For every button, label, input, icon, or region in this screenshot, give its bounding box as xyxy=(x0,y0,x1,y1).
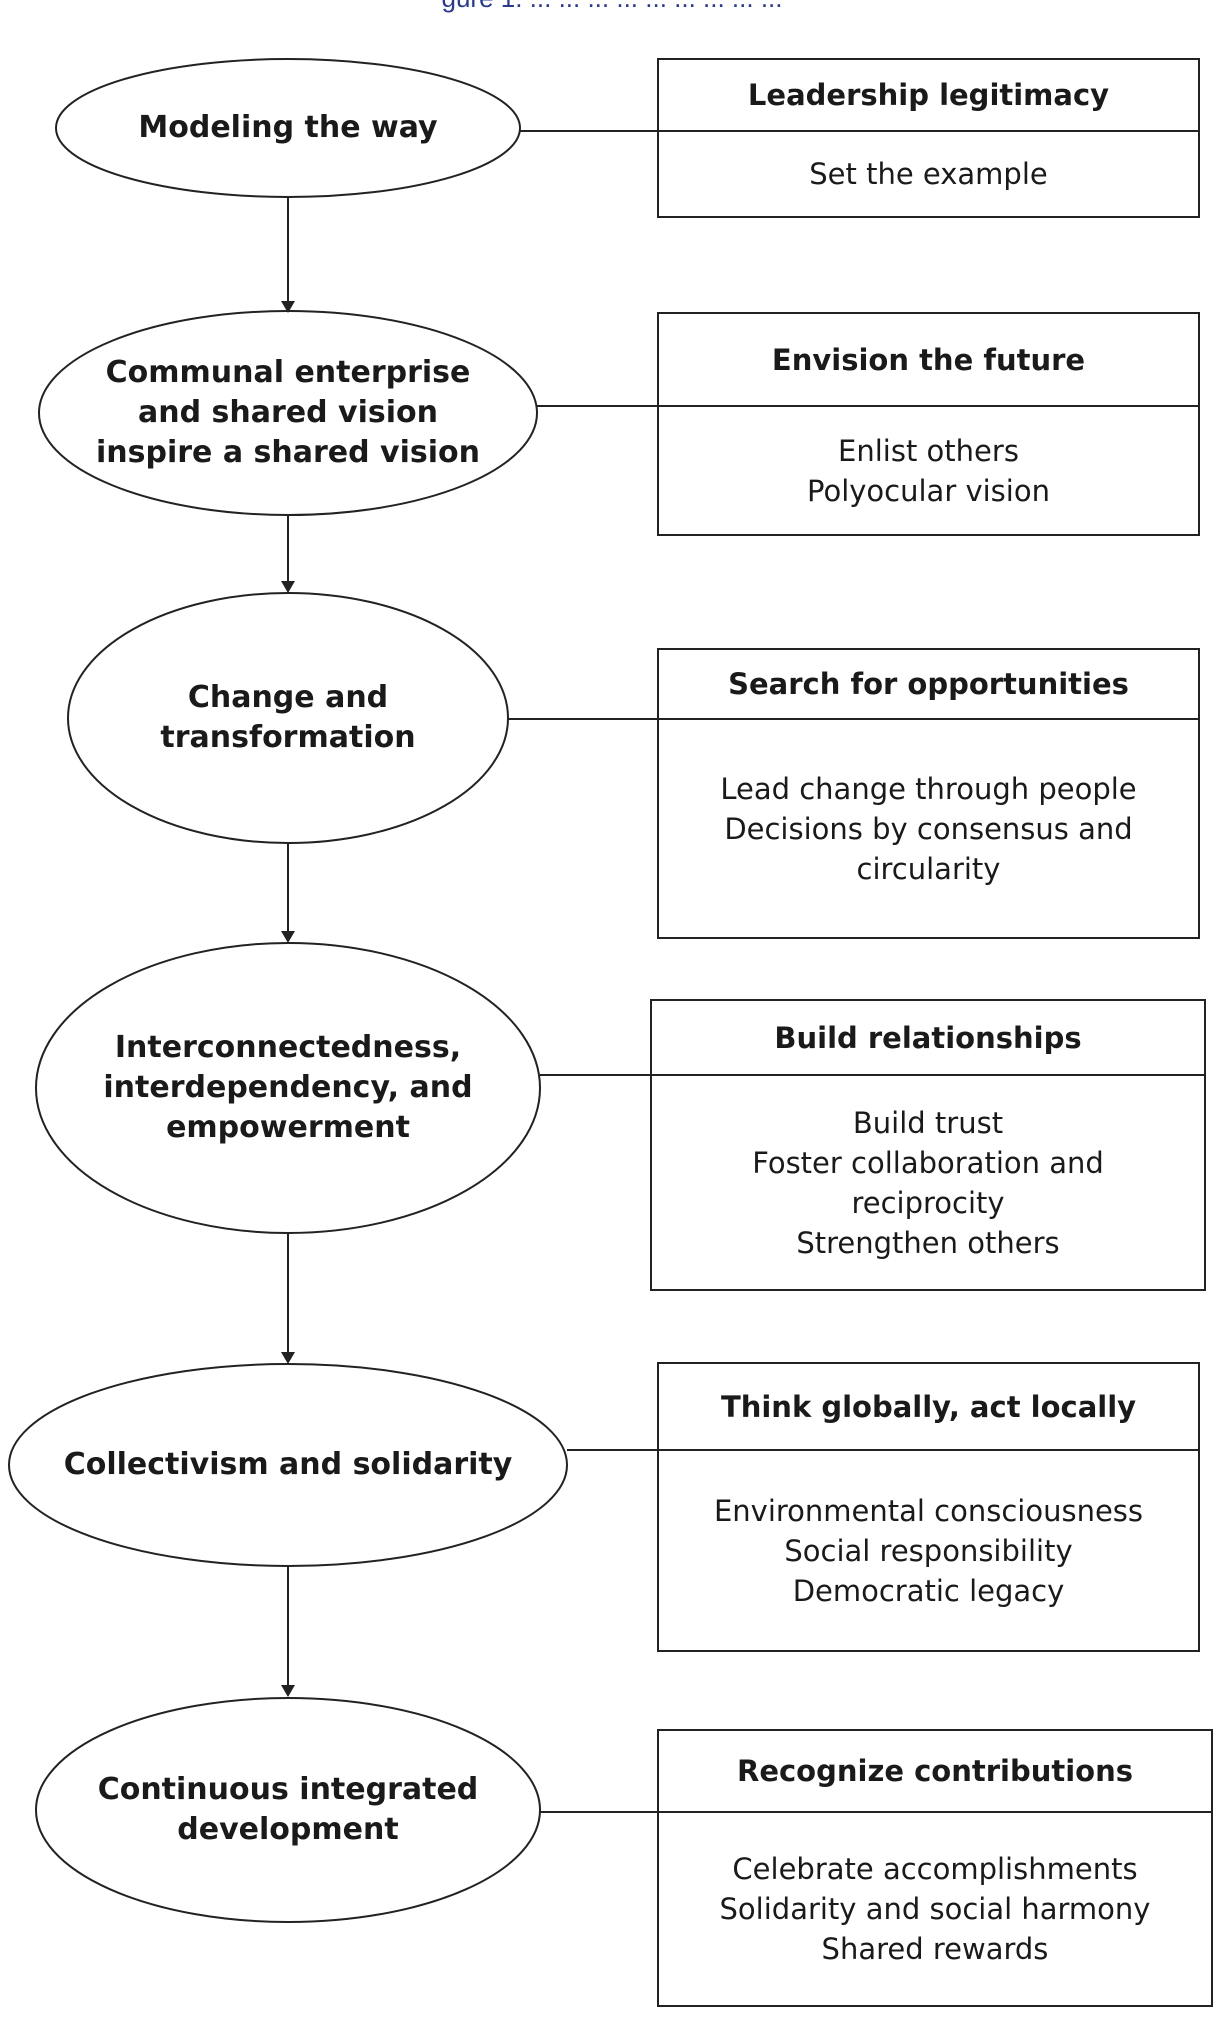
box-6-items: Celebrate accomplishments Solidarity and… xyxy=(719,1852,1151,1966)
box-4-shape xyxy=(650,999,1206,1291)
box-1-items: Set the example xyxy=(809,157,1048,191)
oval-2-label: Communal enterprise and shared vision in… xyxy=(96,355,480,470)
box-5-shape xyxy=(657,1362,1200,1652)
box-5-title: Think globally, act locally xyxy=(720,1389,1137,1424)
box-1-title: Leadership legitimacy xyxy=(747,78,1110,112)
box-2-items: Enlist others Polyocular vision xyxy=(807,433,1050,508)
box-3-title: Search for opportunities xyxy=(728,667,1129,701)
box-6-shape xyxy=(657,1729,1213,2007)
box-2-title: Envision the future xyxy=(771,342,1086,377)
oval-6-shape xyxy=(35,1697,541,1923)
box-4-items: Build trust Foster collaboration and rec… xyxy=(752,1105,1104,1260)
box-5-items: Environmental consciousness Social respo… xyxy=(713,1493,1144,1608)
box-2-shape xyxy=(657,312,1200,536)
oval-3-label: Change and transformation xyxy=(160,680,416,755)
box-6-title: Recognize contributions xyxy=(736,1754,1133,1788)
oval-1-label: Modeling the way xyxy=(138,110,438,145)
box-3-shape xyxy=(657,648,1200,939)
oval-6-label: Continuous integrated development xyxy=(97,1772,479,1847)
box-4-title: Build relationships xyxy=(774,1020,1082,1055)
figure-caption-fragment: gure 1. ... ... ... ... ... ... ... ... … xyxy=(0,0,1224,18)
oval-4-label: Interconnectedness, interdependency, and… xyxy=(103,1030,473,1145)
oval-5-label: Collectivism and solidarity xyxy=(63,1447,513,1482)
box-1-shape xyxy=(657,58,1200,218)
box-3-items: Lead change through people Decisions by … xyxy=(720,771,1137,886)
